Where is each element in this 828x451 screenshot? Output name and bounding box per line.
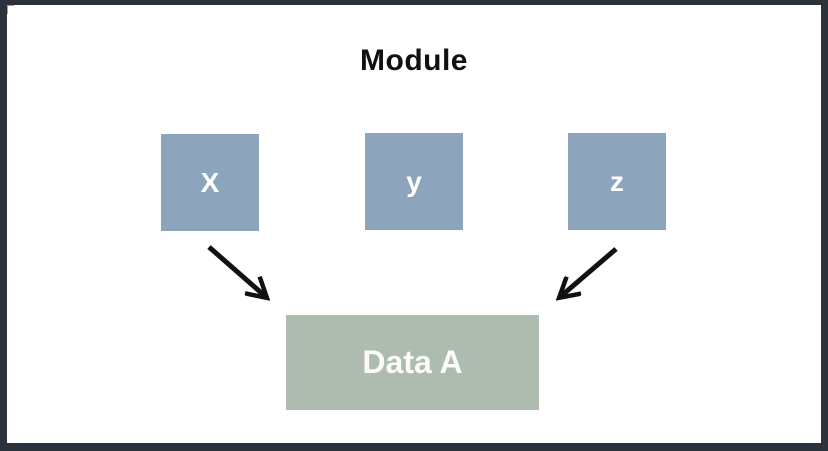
arrow-x-to-data-a bbox=[207, 245, 266, 297]
faint-bottom-line bbox=[8, 443, 820, 444]
node-y-label: y bbox=[406, 165, 422, 197]
corner-notch-mark bbox=[7, 5, 14, 14]
node-y: y bbox=[365, 133, 463, 230]
node-z: z bbox=[568, 133, 666, 230]
diagram-title: Module bbox=[360, 44, 468, 77]
node-data-a-label: Data A bbox=[362, 344, 463, 380]
node-x-label: X bbox=[200, 166, 220, 198]
node-x: X bbox=[161, 134, 259, 231]
node-z-label: z bbox=[610, 165, 624, 197]
arrow-z-to-data-a bbox=[560, 247, 618, 297]
node-data-a: Data A bbox=[286, 315, 539, 410]
